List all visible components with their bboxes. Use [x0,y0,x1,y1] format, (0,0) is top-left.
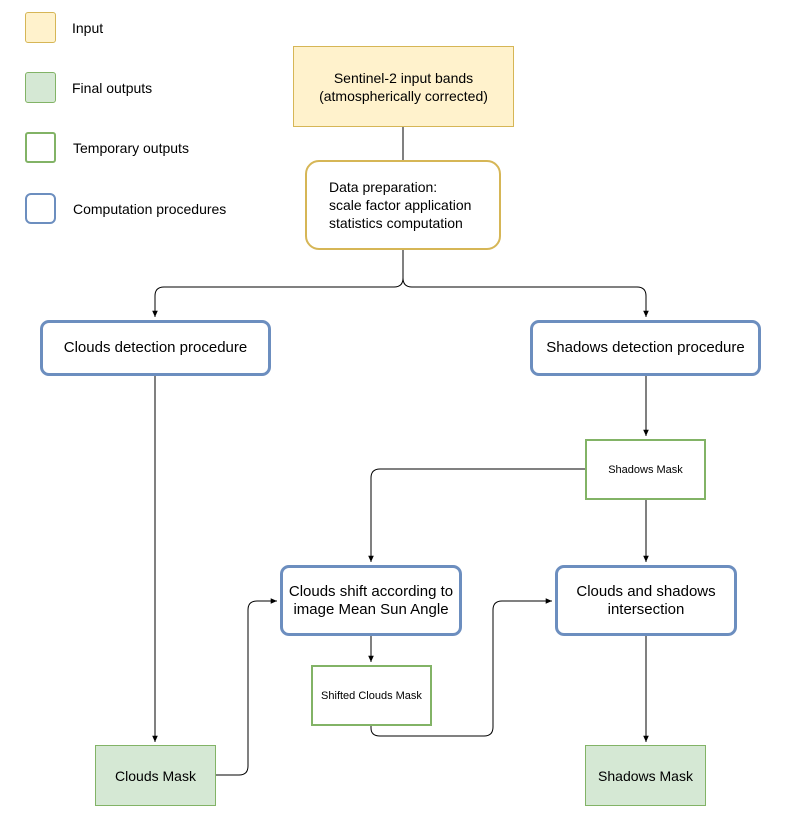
clouds-mask-node: Clouds Mask [95,745,216,806]
edge-shadows-mask-to-shift [368,468,585,562]
data-preparation-node: Data preparation: scale factor applicati… [305,160,501,250]
legend-temporary-label: Temporary outputs [73,140,189,156]
clouds-shift-node: Clouds shift according to image Mean Sun… [280,565,462,636]
shadows-mask-temp-label: Shadows Mask [608,463,683,476]
edge-prep-shadows-detect [402,277,649,317]
edge-shifted-mask-to-intersection [370,598,552,737]
legend-final-swatch [25,72,56,103]
clouds-mask-label: Clouds Mask [115,767,196,784]
intersection-label: Clouds and shadows intersection [576,582,716,618]
legend-temporary-swatch [25,132,56,163]
legend-input-label: Input [72,20,104,36]
legend-final-label: Final outputs [72,80,153,96]
legend-procedures-swatch [25,193,56,224]
shadows-detection-node: Shadows detection procedure [530,320,761,376]
edge-clouds-mask-to-shift [216,598,277,776]
clouds-shift-label: Clouds shift according to image Mean Sun… [288,582,454,618]
shadows-mask-final-label: Shadows Mask [598,767,693,784]
legend-procedures-label: Computation procedures [73,201,227,217]
clouds-detection-node: Clouds detection procedure [40,320,271,376]
shadows-detection-label: Shadows detection procedure [546,339,745,356]
intersection-node: Clouds and shadows intersection [555,565,737,636]
shifted-clouds-mask-node: Shifted Clouds Mask [311,665,432,726]
clouds-detection-label: Clouds detection procedure [63,339,248,356]
shadows-mask-temp-node: Shadows Mask [585,439,706,500]
data-preparation-label: Data preparation: scale factor applicati… [329,179,472,231]
shadows-mask-final-node: Shadows Mask [585,745,706,806]
sentinel-input-node: Sentinel-2 input bands (atmospherically … [293,46,514,127]
shifted-clouds-mask-label: Shifted Clouds Mask [321,689,422,702]
sentinel-input-label: Sentinel-2 input bands (atmospherically … [319,69,488,104]
edge-prep-clouds-detect [152,250,404,317]
legend-input-swatch [25,12,56,43]
